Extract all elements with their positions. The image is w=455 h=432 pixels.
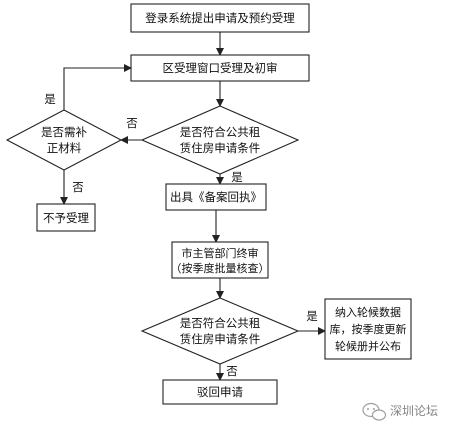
- step-city-review-line2: （按季度批量核查）: [171, 261, 270, 275]
- label-yes-eligible-2: 是: [306, 309, 318, 323]
- arrow-materials-yes: [63, 64, 132, 110]
- watermark-text: 深圳论坛: [390, 404, 438, 418]
- label-no-materials: 否: [72, 180, 84, 194]
- step-waitlist-line1: 纳入轮候数据: [335, 305, 401, 319]
- step-city-review-box: [171, 241, 269, 279]
- decision-eligible-1-line2: 赁住房申请条件: [180, 141, 261, 155]
- decision-materials-line1: 是否需补: [41, 125, 87, 139]
- step-district-label: 区受理窗口受理及初审: [163, 61, 278, 75]
- step-login-box: [130, 3, 310, 33]
- step-certificate-box: [165, 183, 267, 211]
- step-login-label: 登录系统提出申请及预约受理: [145, 11, 295, 25]
- step-return-box: [162, 379, 278, 405]
- label-yes-materials: 是: [44, 92, 56, 106]
- label-no-eligible-1: 否: [126, 116, 138, 130]
- label-yes-eligible-1: 是: [231, 170, 243, 184]
- decision-eligible-1-shape: [140, 105, 300, 175]
- wechat-icon: [362, 402, 387, 421]
- step-return-label: 驳回申请: [197, 385, 243, 399]
- step-not-accepted-box: [36, 203, 96, 232]
- step-waitlist-line2: 库，按季度更新: [330, 322, 407, 336]
- decision-eligible-2-line1: 是否符合公共租: [180, 316, 261, 330]
- decision-materials-shape: [5, 109, 123, 171]
- decision-eligible-1-line1: 是否符合公共租: [180, 125, 261, 139]
- step-waitlist-line3: 轮候册并公布: [335, 339, 401, 353]
- decision-eligible-2-line2: 赁住房申请条件: [180, 332, 261, 346]
- step-waitlist-box: [324, 298, 412, 360]
- decision-materials-line2: 正材料: [47, 141, 82, 155]
- watermark: 深圳论坛: [362, 402, 438, 421]
- step-not-accepted-label: 不予受理: [43, 211, 89, 225]
- decision-eligible-2-shape: [140, 297, 300, 365]
- label-no-eligible-2: 否: [226, 364, 238, 378]
- step-district-box: [130, 54, 310, 82]
- step-certificate-label: 出具《备案回执》: [170, 190, 262, 204]
- step-city-review-line1: 市主管部门终审: [182, 246, 259, 260]
